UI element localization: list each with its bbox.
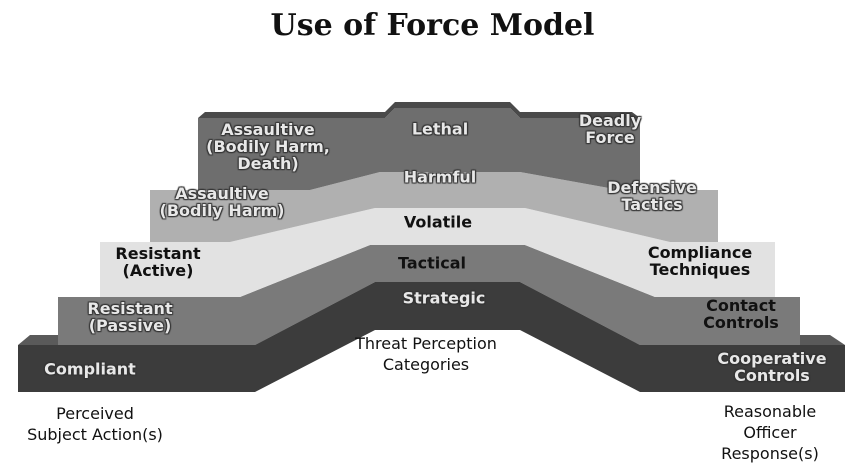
step-level-3	[150, 172, 718, 242]
threat-level-2: Harmful	[403, 167, 477, 187]
step-level-5	[58, 245, 800, 345]
step-level-4	[100, 208, 775, 297]
footer-officer-responses: Reasonable Officer Response(s)	[721, 402, 819, 463]
threat-level-5: Strategic	[402, 288, 486, 308]
response-level-4: Compliance Techniques	[647, 243, 753, 279]
response-level-6: Cooperative Controls	[717, 349, 827, 385]
subject-level-2: Assaultive (Bodily Harm)	[159, 184, 285, 220]
threat-level-3: Volatile	[403, 212, 473, 232]
subject-level-1: Assaultive (Bodily Harm, Death)	[206, 119, 330, 173]
page-title: Use of Force Model	[270, 8, 595, 43]
footer-subject-actions: Perceived Subject Action(s)	[27, 404, 163, 444]
response-level-1: Deadly Force	[578, 111, 642, 147]
threat-level-4: Tactical	[397, 253, 467, 273]
force-model-diagram	[18, 102, 845, 392]
step-level-1	[198, 102, 640, 190]
subject-level-5: Resistant (Passive)	[87, 299, 173, 335]
subject-level-6: Compliant	[44, 359, 136, 379]
response-level-5: Contact Controls	[703, 296, 779, 332]
response-level-2: Defensive Tactics	[607, 178, 697, 214]
threat-level-1: Lethal	[411, 119, 469, 139]
footer-threat-categories: Threat Perception Categories	[355, 334, 497, 374]
subject-level-4: Resistant (Active)	[115, 244, 201, 280]
